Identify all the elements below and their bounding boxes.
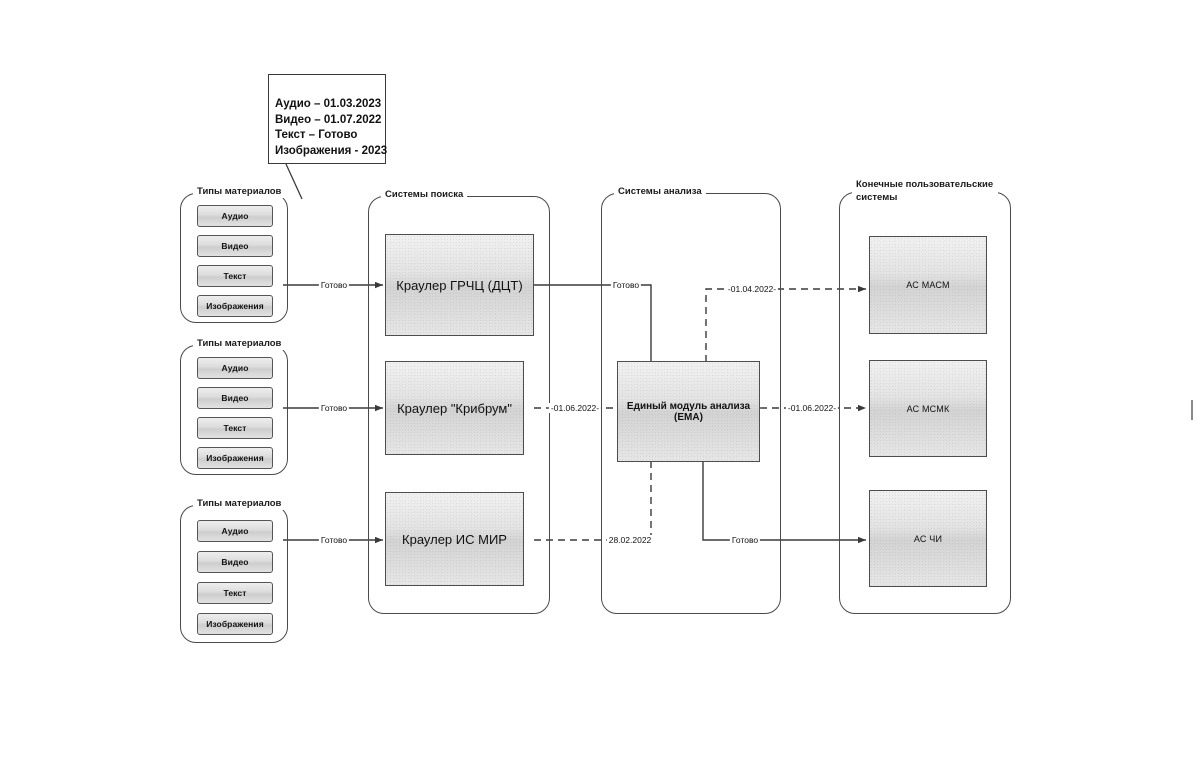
chip-text-1[interactable]: Текст (197, 265, 273, 287)
group-label-analysis-systems: Системы анализа (614, 186, 706, 198)
group-analysis-systems: Системы анализа (601, 186, 781, 614)
edge-label-ready-1: Готово (318, 280, 350, 290)
edge-label-kribrum-to-ema: -01.06.2022- (548, 403, 602, 413)
note-line-audio: Аудио – 01.03.2023 (275, 98, 382, 110)
edge-label-ema-to-masm: -01.04.2022- (725, 284, 779, 294)
edge-label-ema-to-msmk: -01.06.2022- (785, 403, 839, 413)
node-as-chi[interactable]: АС ЧИ (869, 490, 987, 587)
node-ema[interactable]: Единый модуль анализа (ЕМА) (617, 361, 760, 462)
group-material-types-3: Типы материалов Аудио Видео Текст Изобра… (180, 498, 288, 643)
node-crawler-grchc[interactable]: Краулер ГРЧЦ (ДЦТ) (385, 234, 534, 336)
edge-label-ismir-to-ema: 28.02.2022 (606, 535, 654, 545)
node-crawler-grchc-label: Краулер ГРЧЦ (ДЦТ) (396, 277, 523, 293)
node-as-masm-label: АС МАСМ (906, 280, 950, 290)
note-line-text: Текст – Готово (275, 129, 358, 141)
edge-label-ready-2: Готово (318, 403, 350, 413)
chip-video-1[interactable]: Видео (197, 235, 273, 257)
chip-video-3[interactable]: Видео (197, 551, 273, 573)
chip-text-3[interactable]: Текст (197, 582, 273, 604)
chip-images-3[interactable]: Изображения (197, 613, 273, 635)
chip-images-1[interactable]: Изображения (197, 295, 273, 317)
group-label-material-types-2: Типы материалов (193, 338, 286, 350)
node-as-msmk-label: АС МСМК (906, 403, 950, 414)
node-as-chi-label: АС ЧИ (913, 533, 943, 544)
node-crawler-kribrum[interactable]: Краулер "Крибрум" (385, 361, 524, 455)
node-ema-label: Единый модуль анализа (ЕМА) (626, 400, 751, 423)
note-line-video: Видео – 01.07.2022 (275, 113, 382, 126)
node-as-msmk[interactable]: АС МСМК (869, 360, 987, 457)
group-material-types-2: Типы материалов Аудио Видео Текст Изобра… (180, 338, 288, 475)
node-crawler-kribrum-label: Краулер "Крибрум" (397, 400, 512, 416)
note-line-images: Изображения - 2023 (275, 144, 388, 157)
node-crawler-ismir-label: Краулер ИС МИР (402, 531, 507, 547)
edge-label-ema-to-chi: Готово (729, 535, 761, 545)
chip-audio-2[interactable]: Аудио (197, 357, 273, 379)
chip-audio-3[interactable]: Аудио (197, 520, 273, 542)
node-as-masm[interactable]: АС МАСМ (869, 236, 987, 334)
chip-video-2[interactable]: Видео (197, 387, 273, 409)
group-enduser-systems: Конечные пользовательские системы (839, 179, 1011, 614)
edge-note-leader (285, 163, 303, 200)
node-crawler-ismir[interactable]: Краулер ИС МИР (385, 492, 524, 586)
group-label-material-types-1: Типы материалов (193, 186, 286, 198)
chip-audio-1[interactable]: Аудио (197, 205, 273, 227)
edge-label-ready-3: Готово (318, 535, 350, 545)
group-material-types-1: Типы материалов Аудио Видео Текст Изобра… (180, 186, 288, 323)
note-callout: Аудио – 01.03.2023 Видео – 01.07.2022 Те… (268, 74, 388, 164)
group-label-search-systems: Системы поиска (381, 189, 468, 201)
chip-text-2[interactable]: Текст (197, 417, 273, 439)
group-label-enduser-systems: Конечные пользовательские системы (852, 179, 998, 204)
chip-images-2[interactable]: Изображения (197, 447, 273, 469)
edge-label-grchc-to-ema: Готово (610, 280, 642, 290)
group-label-material-types-3: Типы материалов (193, 498, 286, 510)
